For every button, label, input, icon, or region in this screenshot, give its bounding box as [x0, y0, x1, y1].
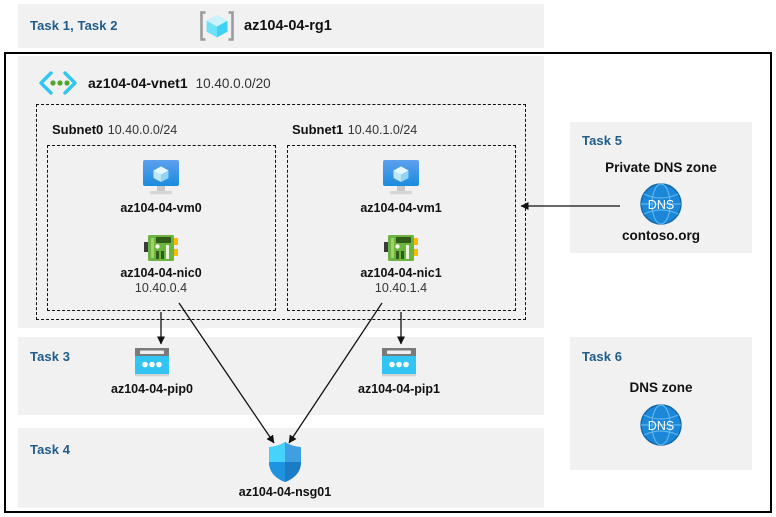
vm1-name: az104-04-vm1: [360, 201, 442, 215]
nic1-name: az104-04-nic1: [360, 266, 442, 280]
task6-panel: [570, 337, 752, 470]
private-dns-zone-title: Private DNS zone: [605, 160, 717, 175]
virtual-network-icon: [36, 70, 80, 96]
resource-group-name: az104-04-rg1: [244, 18, 332, 34]
dns-zone-title: DNS zone: [629, 380, 693, 395]
vnet-name: az104-04-vnet1: [88, 75, 188, 91]
subnet1-box: [287, 145, 516, 311]
vm0-node[interactable]: az104-04-vm0: [101, 157, 221, 216]
subnet1-cidr: 10.40.1.0/24: [347, 123, 418, 137]
pip0-name: az104-04-pip0: [111, 382, 193, 396]
svg-text:DNS: DNS: [648, 198, 674, 212]
subnet0-title: Subnet0 10.40.0.0/24: [52, 121, 177, 139]
subnet1-name: Subnet1: [292, 122, 344, 137]
resource-group-cube-icon: [198, 9, 236, 43]
task3-panel: [18, 337, 544, 415]
task-label-3: Task 3: [30, 349, 71, 364]
vnet-region: [18, 56, 544, 328]
virtual-machine-icon: [101, 157, 221, 199]
public-ip-address-icon: [339, 345, 459, 379]
resource-group-title: az104-04-rg1: [198, 9, 332, 43]
nic0-node[interactable]: az104-04-nic0 10.40.0.4: [101, 232, 221, 296]
svg-text:DNS: DNS: [648, 419, 674, 433]
vnet-title: az104-04-vnet1 10.40.0.0/20: [36, 70, 271, 96]
network-security-group-shield-icon: [225, 440, 345, 484]
subnet0-box: [47, 145, 276, 311]
private-dns-zone-name: contoso.org: [622, 228, 700, 243]
subnet0-cidr: 10.40.0.0/24: [107, 123, 178, 137]
task-label-5: Task 5: [582, 133, 623, 148]
vnet-address-space: 10.40.0.0/20: [195, 75, 271, 91]
nsg-node[interactable]: az104-04-nsg01: [225, 440, 345, 500]
nic1-node[interactable]: az104-04-nic1 10.40.1.4: [341, 232, 461, 296]
private-dns-zone-icon-wrap[interactable]: DNS: [570, 182, 752, 226]
nic0-private-ip: 10.40.0.4: [134, 281, 188, 295]
pip1-name: az104-04-pip1: [358, 382, 440, 396]
virtual-machine-icon: [341, 157, 461, 199]
resource-group-band: [18, 4, 544, 48]
task-label-6: Task 6: [582, 349, 623, 364]
network-interface-icon: [101, 232, 221, 264]
vm0-name: az104-04-vm0: [120, 201, 202, 215]
dns-globe-icon: DNS: [570, 403, 752, 447]
nic0-name: az104-04-nic0: [120, 266, 202, 280]
network-interface-icon: [341, 232, 461, 264]
subnet1-title: Subnet1 10.40.1.0/24: [292, 121, 417, 139]
task-label-1-2: Task 1, Task 2: [30, 18, 118, 33]
diagram-outer-border: [4, 52, 772, 513]
public-ip-address-icon: [92, 345, 212, 379]
pip0-node[interactable]: az104-04-pip0: [92, 345, 212, 397]
nic1-private-ip: 10.40.1.4: [374, 281, 428, 295]
subnets-wrapper: [36, 104, 526, 320]
task-label-4: Task 4: [30, 442, 71, 457]
subnet0-name: Subnet0: [52, 122, 104, 137]
dns-zone-icon-wrap[interactable]: DNS: [570, 403, 752, 447]
pip1-node[interactable]: az104-04-pip1: [339, 345, 459, 397]
nsg-name: az104-04-nsg01: [238, 485, 332, 499]
dns-globe-icon: DNS: [570, 182, 752, 226]
vm1-node[interactable]: az104-04-vm1: [341, 157, 461, 216]
